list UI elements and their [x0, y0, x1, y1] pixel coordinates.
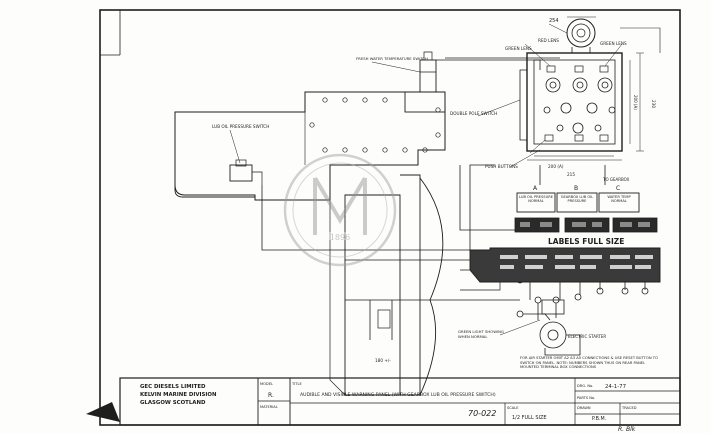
- company-line-2: KELVIN MARINE DIVISION: [140, 392, 217, 398]
- title-block: GEC DIESELS LIMITED KELVIN MARINE DIVISI…: [140, 382, 637, 433]
- corner-mark: [86, 402, 120, 422]
- dim-200: 200 (A): [548, 164, 564, 169]
- dim-254: 254: [549, 18, 559, 24]
- drg-no-label: DRG. No.: [577, 384, 593, 388]
- model-value: R.: [268, 392, 274, 399]
- electric-starter-label: ELECTRIC STARTER: [568, 334, 606, 339]
- drawing-title: AUDIBLE AND VISIBLE WARNING PANEL (WITH …: [300, 392, 496, 398]
- starter-wiring: [516, 282, 649, 356]
- signature: R. Blk: [618, 426, 636, 433]
- box-c-letter: C: [616, 185, 620, 192]
- green-light-label: GREEN LIGHT SHOWING WHEN NORMAL: [458, 330, 504, 338]
- dim-200-vertical: 200 (A): [633, 95, 638, 110]
- drg-date-value: 24-1-77: [605, 384, 626, 390]
- air-starter-note: FOR AIR STARTER OMIT A2 A3 A5 CONNECTION…: [520, 356, 658, 369]
- drawing-number: 70-022: [468, 409, 496, 418]
- box-b-text: GEARBOX LUB OIL PRESSURE: [561, 195, 594, 203]
- material-label: MATERIAL: [260, 405, 278, 409]
- engine-outline: [174, 51, 524, 396]
- title-label: TITLE: [291, 382, 302, 386]
- annotations: 254 RED LENS GREEN LENS GREEN LENS FRESH…: [212, 18, 658, 369]
- box-a-letter: A: [533, 185, 538, 192]
- model-label: MODEL: [260, 382, 273, 386]
- dim-230: 230: [651, 100, 656, 108]
- box-a-text: LUB OIL PRESSURE NORMAL: [519, 195, 553, 203]
- watermark-seal: 1896: [283, 153, 397, 267]
- double-pole-switch-label: DOUBLE POLE SWITCH: [450, 111, 497, 116]
- leader-lines: [229, 23, 623, 336]
- box-b-letter: B: [574, 185, 578, 192]
- scale-value: 1/2 FULL SIZE: [512, 415, 547, 421]
- green-lens-left-label: GREEN LENS: [505, 46, 532, 51]
- drawn-label: DRAWN: [577, 406, 591, 410]
- scale-label: SCALE: [507, 406, 519, 410]
- labels-strip: [469, 217, 661, 283]
- dim-bottom: 180 +/-: [375, 358, 391, 363]
- warning-panel: [519, 16, 661, 161]
- labels-full-size-heading: LABELS FULL SIZE: [548, 237, 624, 246]
- indicator-legend-boxes: [516, 192, 640, 213]
- fresh-water-switch-label: FRESH WATER TEMPERATURE SWITCH: [356, 56, 428, 61]
- to-gearbox-label: TO GEARBOX: [602, 177, 630, 182]
- box-c-text: WATER TEMP NORMAL: [607, 195, 630, 203]
- push-buttons-label: PUSH BUTTONS: [485, 164, 518, 169]
- company-line-1: GEC DIESELS LIMITED: [140, 384, 206, 390]
- sump-outline: [174, 112, 255, 198]
- title-block-grid: [119, 377, 681, 426]
- dim-215: 215: [567, 172, 575, 177]
- drawn-value: P.B.M.: [592, 416, 606, 422]
- lub-oil-switch-label: LUB OIL PRESSURE SWITCH: [212, 124, 269, 129]
- watermark-year: 1896: [330, 233, 350, 242]
- traced-label: TRACED: [621, 406, 637, 410]
- green-lens-right-label: GREEN LENS: [600, 41, 627, 46]
- red-lens-label: RED LENS: [538, 38, 559, 43]
- company-line-3: GLASGOW SCOTLAND: [140, 400, 206, 406]
- parts-no-label: PARTS No.: [577, 396, 595, 400]
